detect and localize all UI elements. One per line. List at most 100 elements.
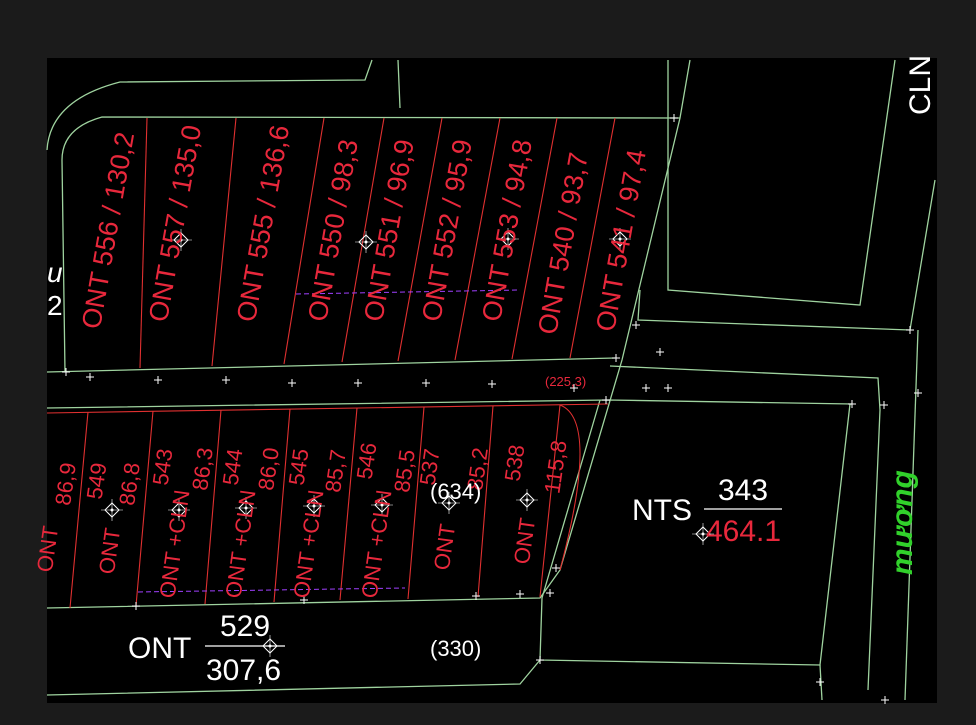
vertex-cross-icon <box>881 696 889 704</box>
parcel-529-number: 529 <box>220 610 270 643</box>
vertex-cross-icon <box>300 596 308 604</box>
survey-marker-icon <box>355 231 377 253</box>
road-label-partial-2: 2 <box>47 290 63 321</box>
survey-marker-icon <box>516 489 538 511</box>
lower-parcel-number: 546 <box>352 441 382 481</box>
dashed-line-lower <box>137 587 406 593</box>
vertex-cross-icon <box>664 384 672 392</box>
lot-divider <box>511 117 558 360</box>
survey-marker-icon <box>609 228 631 250</box>
dashed-lines <box>137 289 521 593</box>
survey-marker-icon <box>101 499 123 521</box>
lot-divider <box>477 405 494 598</box>
parcel-343-area: 464.1 <box>706 515 781 548</box>
lot-divider <box>539 404 561 598</box>
parcel-529-label: ONT 529 307,6 <box>128 610 285 687</box>
parcel-right-top <box>667 59 896 306</box>
vertex-cross-icon <box>422 379 430 387</box>
road-edge-upper <box>46 357 616 373</box>
lot-divider <box>273 408 291 603</box>
road-edge <box>397 59 401 109</box>
vertex-cross-icon <box>132 602 140 610</box>
parcel-ref-330: (330) <box>430 636 481 661</box>
lower-parcel-number: 538 <box>500 443 530 483</box>
lower-parcel-number: 549 <box>82 461 112 501</box>
vertex-cross-icon <box>86 373 94 381</box>
lower-parcel-number: 544 <box>218 447 248 487</box>
lot-divider <box>569 117 616 359</box>
parcel-right-mid <box>637 179 936 331</box>
survey-marker-icon <box>497 228 519 250</box>
vertex-cross-icon <box>816 678 824 686</box>
vertex-cross-icon <box>154 376 162 384</box>
lower-parcel-area: 85,2 <box>462 446 493 492</box>
parcel-529-type: ONT <box>128 632 191 665</box>
parcel-343-outline <box>609 365 881 691</box>
survey-marker-icon <box>170 229 192 251</box>
lot-divider <box>341 117 385 363</box>
vertex-cross-icon <box>670 114 678 122</box>
distance-label: (225,3) <box>545 374 586 389</box>
vertex-cross-icon <box>848 400 856 408</box>
vertex-cross-icon <box>552 564 560 572</box>
vertex-cross-icon <box>546 589 554 597</box>
block-outline-right <box>46 59 691 609</box>
survey-marker-icon <box>371 494 393 516</box>
vertex-cross-icon <box>288 379 296 387</box>
vertex-cross-icon <box>632 321 640 329</box>
survey-marker-icon <box>303 495 325 517</box>
lower-parcel-area: 86,3 <box>187 446 218 492</box>
lower-parcel-number: 537 <box>415 447 445 487</box>
road-edge-top <box>46 59 373 151</box>
vertex-cross-icon <box>516 590 524 598</box>
lot-divider <box>139 117 148 369</box>
parcel-343-type: NTS <box>632 494 692 527</box>
vertex-cross-icon <box>880 401 888 409</box>
lot-divider <box>69 411 89 609</box>
road-edge-bottom <box>46 659 541 696</box>
survey-marker-icon <box>692 523 714 545</box>
parcel-boundaries <box>46 59 936 701</box>
lot-row-front <box>46 403 609 414</box>
lower-parcel-number: 543 <box>148 447 178 487</box>
lot-lines <box>46 117 616 609</box>
lot-divider <box>454 117 501 361</box>
vertex-cross-icon <box>570 384 578 392</box>
parcel-529-area: 307,6 <box>206 654 281 687</box>
block-outline-top <box>61 116 681 373</box>
vertex-cross-icon <box>612 354 620 362</box>
lower-parcel-area: 86,0 <box>253 446 284 492</box>
vertex-cross-icon <box>62 368 70 376</box>
vertex-cross-icon <box>354 379 362 387</box>
parcel-ref-634: (634) <box>430 479 481 504</box>
parcel-343-number: 343 <box>718 474 768 507</box>
lot-divider <box>407 406 425 600</box>
survey-marker-icon <box>168 499 190 521</box>
survey-marker-icon <box>235 497 257 519</box>
vertex-cross-icon <box>536 656 544 664</box>
lot-divider <box>397 117 443 362</box>
vertex-cross-icon <box>472 592 480 600</box>
lot-divider <box>204 409 222 605</box>
vertex-cross-icon <box>642 384 650 392</box>
lot-edge-curve <box>559 404 581 571</box>
survey-marker-icon <box>438 492 460 514</box>
canal-label: mương <box>886 470 919 575</box>
lower-parcel-area: 86,8 <box>114 461 145 507</box>
vertex-cross-icon <box>488 380 496 388</box>
lower-parcel-number: 545 <box>284 447 314 487</box>
parcel-343-label: NTS 343 464.1 <box>632 474 782 548</box>
lot-divider <box>211 117 237 367</box>
road-label-cln: CLN <box>904 55 937 115</box>
canal-edge <box>904 329 919 701</box>
vertex-cross-icon <box>656 348 664 356</box>
lot-divider <box>339 407 358 601</box>
vertex-cross-icon <box>914 389 922 397</box>
lower-parcel-area: 85,5 <box>389 448 420 494</box>
lot-divider <box>135 410 154 607</box>
road-label-partial: u <box>47 257 63 288</box>
vertex-cross-icon <box>906 326 914 334</box>
